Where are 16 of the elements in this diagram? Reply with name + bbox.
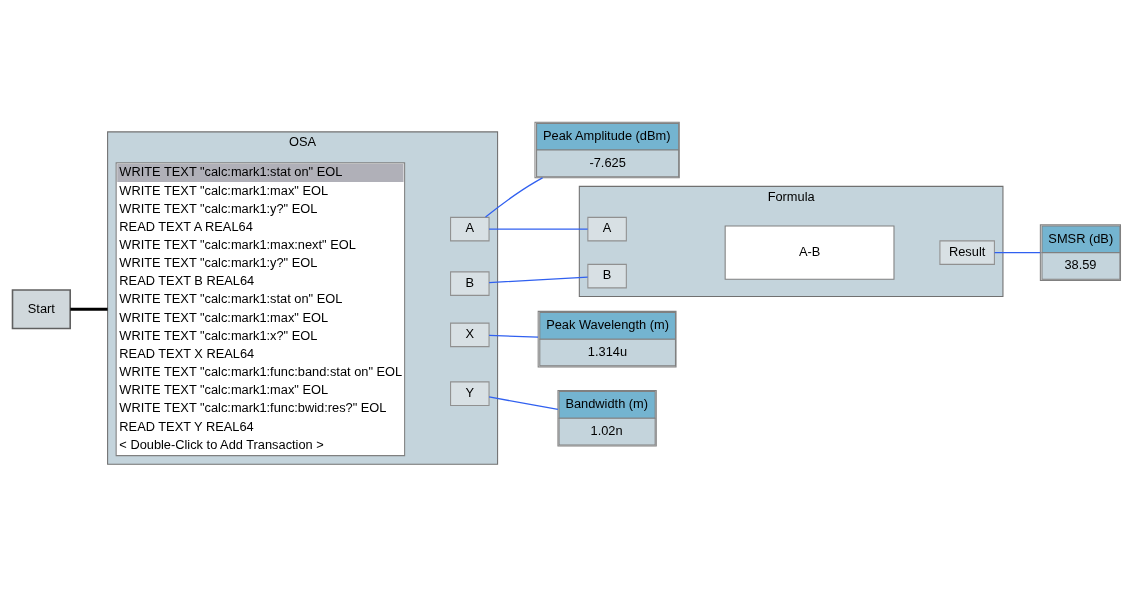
node-box: Start [11, 289, 71, 330]
connector [488, 276, 589, 284]
connector [488, 334, 539, 338]
node-box: Result [939, 240, 995, 265]
connector [484, 177, 544, 218]
node-box: A [450, 216, 490, 242]
connector [993, 252, 1041, 254]
node-box: A-B [724, 225, 895, 280]
node-box: X [450, 322, 490, 348]
node-box: B [587, 263, 627, 289]
node-box: B [450, 271, 490, 296]
connector [70, 307, 108, 311]
node-box: A [587, 216, 627, 242]
connector [488, 396, 559, 411]
node-box: Y [450, 381, 490, 406]
connector [488, 228, 589, 230]
